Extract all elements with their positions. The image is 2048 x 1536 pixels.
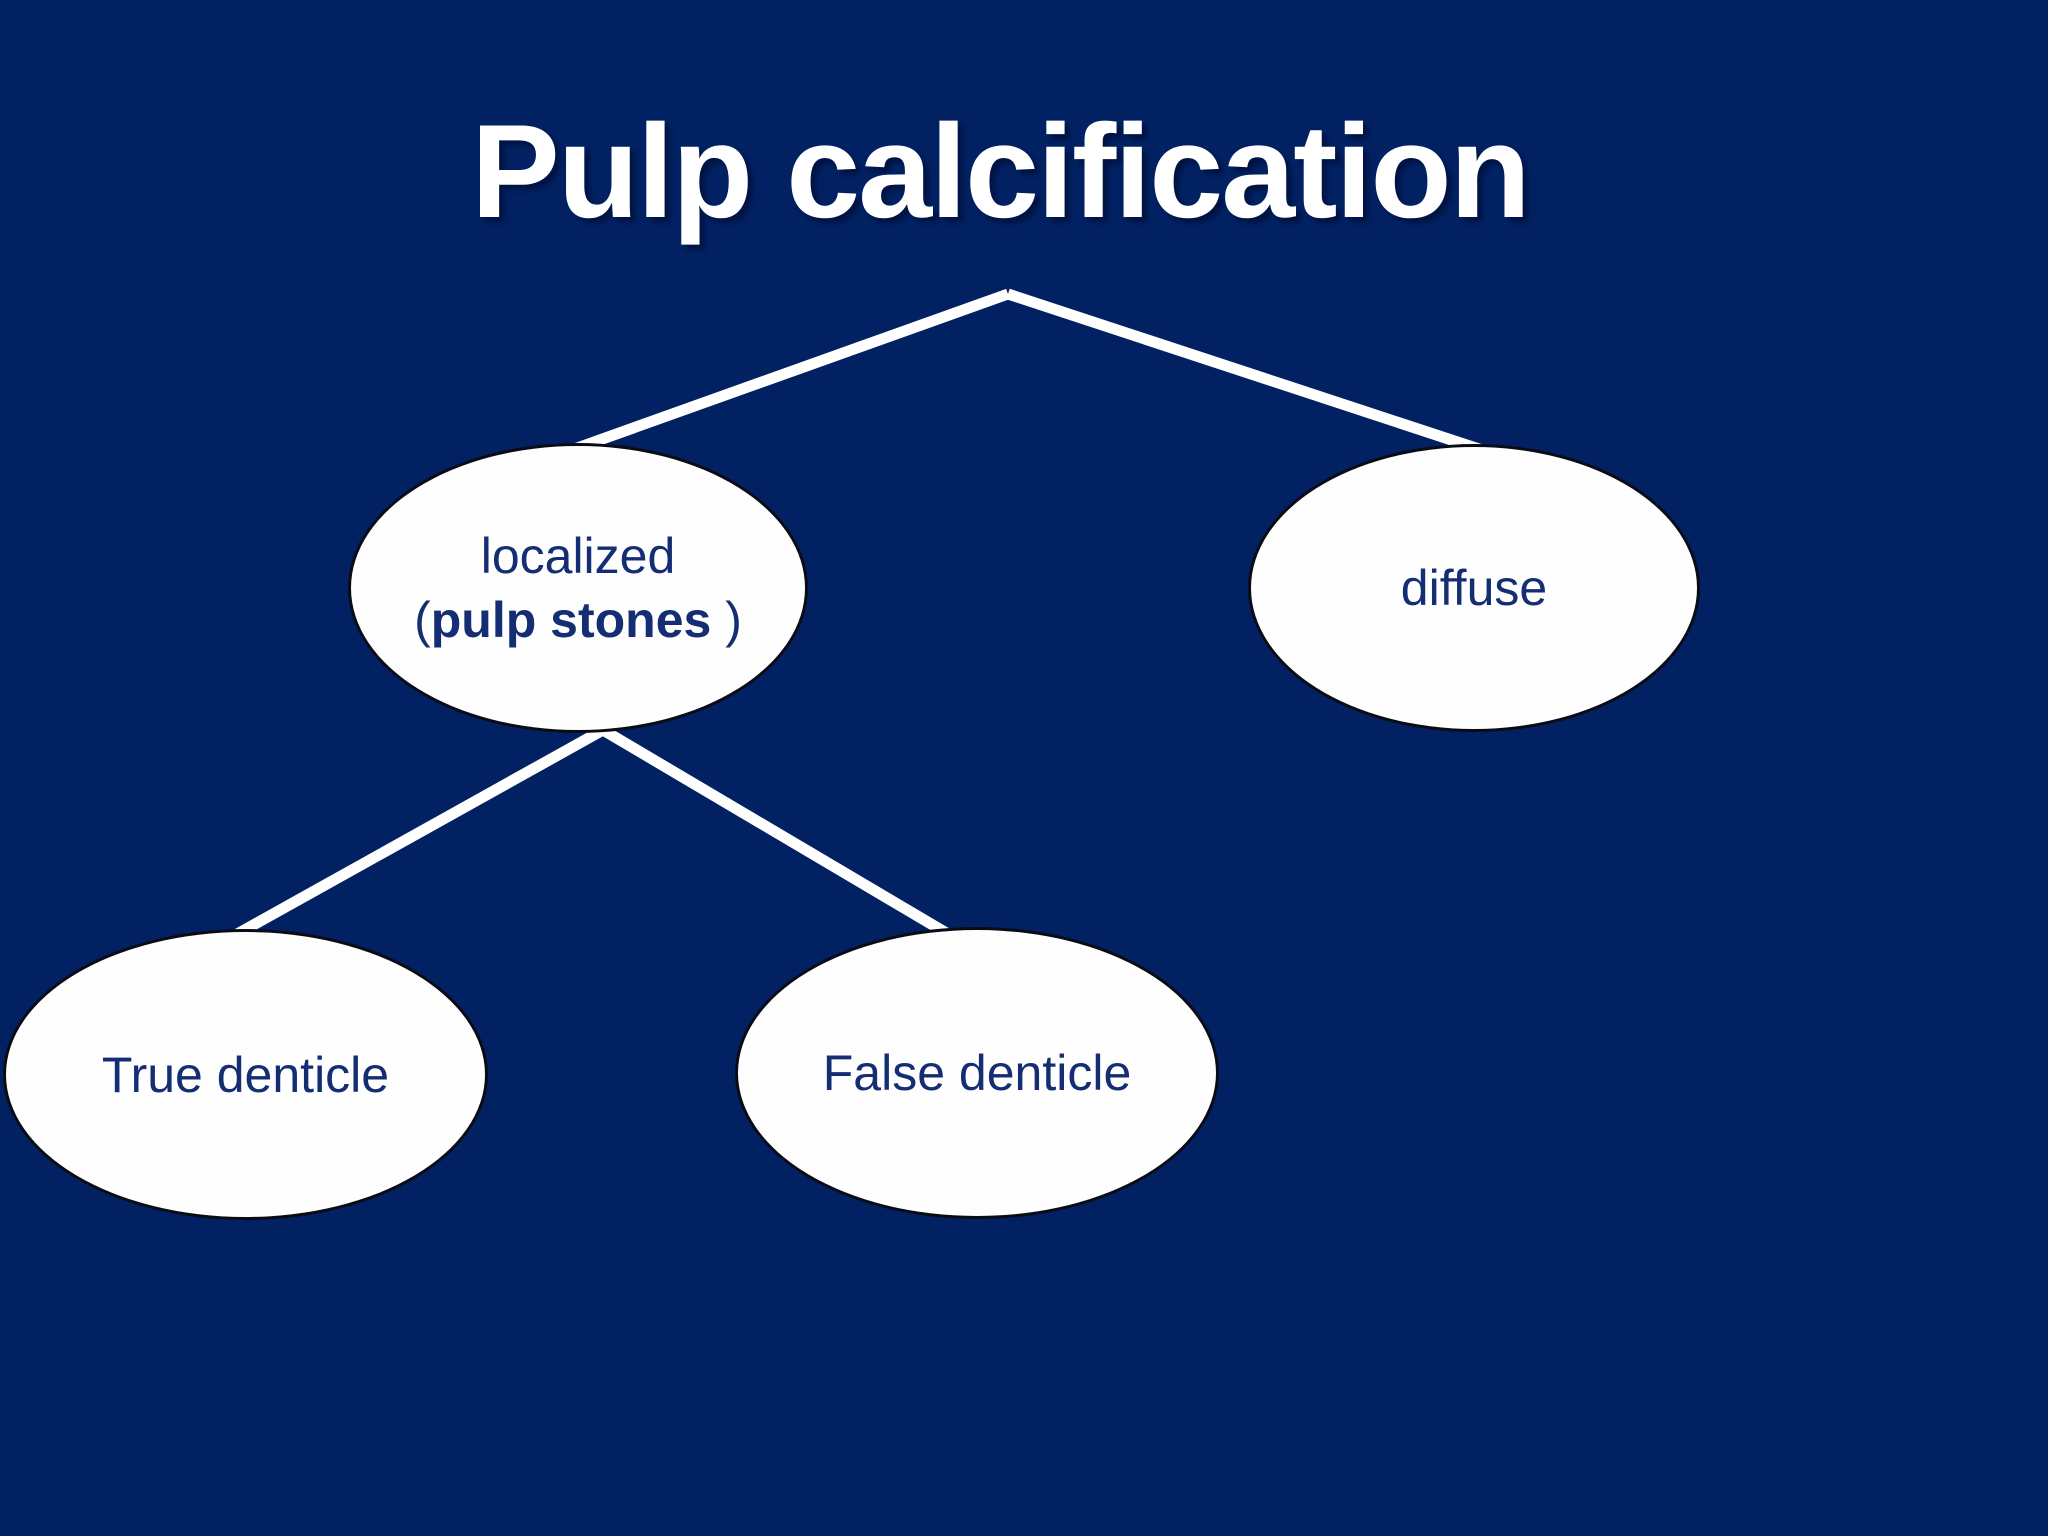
node-diffuse-label: diffuse: [1400, 560, 1548, 616]
connector-root-localized: [564, 288, 1010, 458]
node-localized-line2: (pulp stones ): [414, 592, 742, 648]
node-false-denticle-label: False denticle: [822, 1045, 1132, 1101]
node-localized: localized (pulp stones ): [348, 443, 808, 733]
node-localized-paren-open: (: [414, 592, 431, 648]
slide-title: Pulp calcification: [471, 98, 1531, 246]
node-diffuse: diffuse: [1248, 444, 1700, 732]
connector-localized-true-denticle: [227, 725, 606, 943]
node-false-denticle: False denticle: [735, 927, 1219, 1219]
node-true-denticle-label: True denticle: [101, 1046, 390, 1103]
node-localized-line1: localized: [480, 528, 676, 584]
node-localized-bold-text: pulp stones: [430, 592, 712, 648]
connector-localized-false-denticle: [600, 725, 951, 939]
node-localized-paren-close: ): [711, 592, 742, 648]
connector-root-diffuse: [1006, 288, 1490, 458]
node-localized-label: localized (pulp stones ): [414, 524, 742, 652]
node-true-denticle: True denticle: [3, 929, 488, 1220]
